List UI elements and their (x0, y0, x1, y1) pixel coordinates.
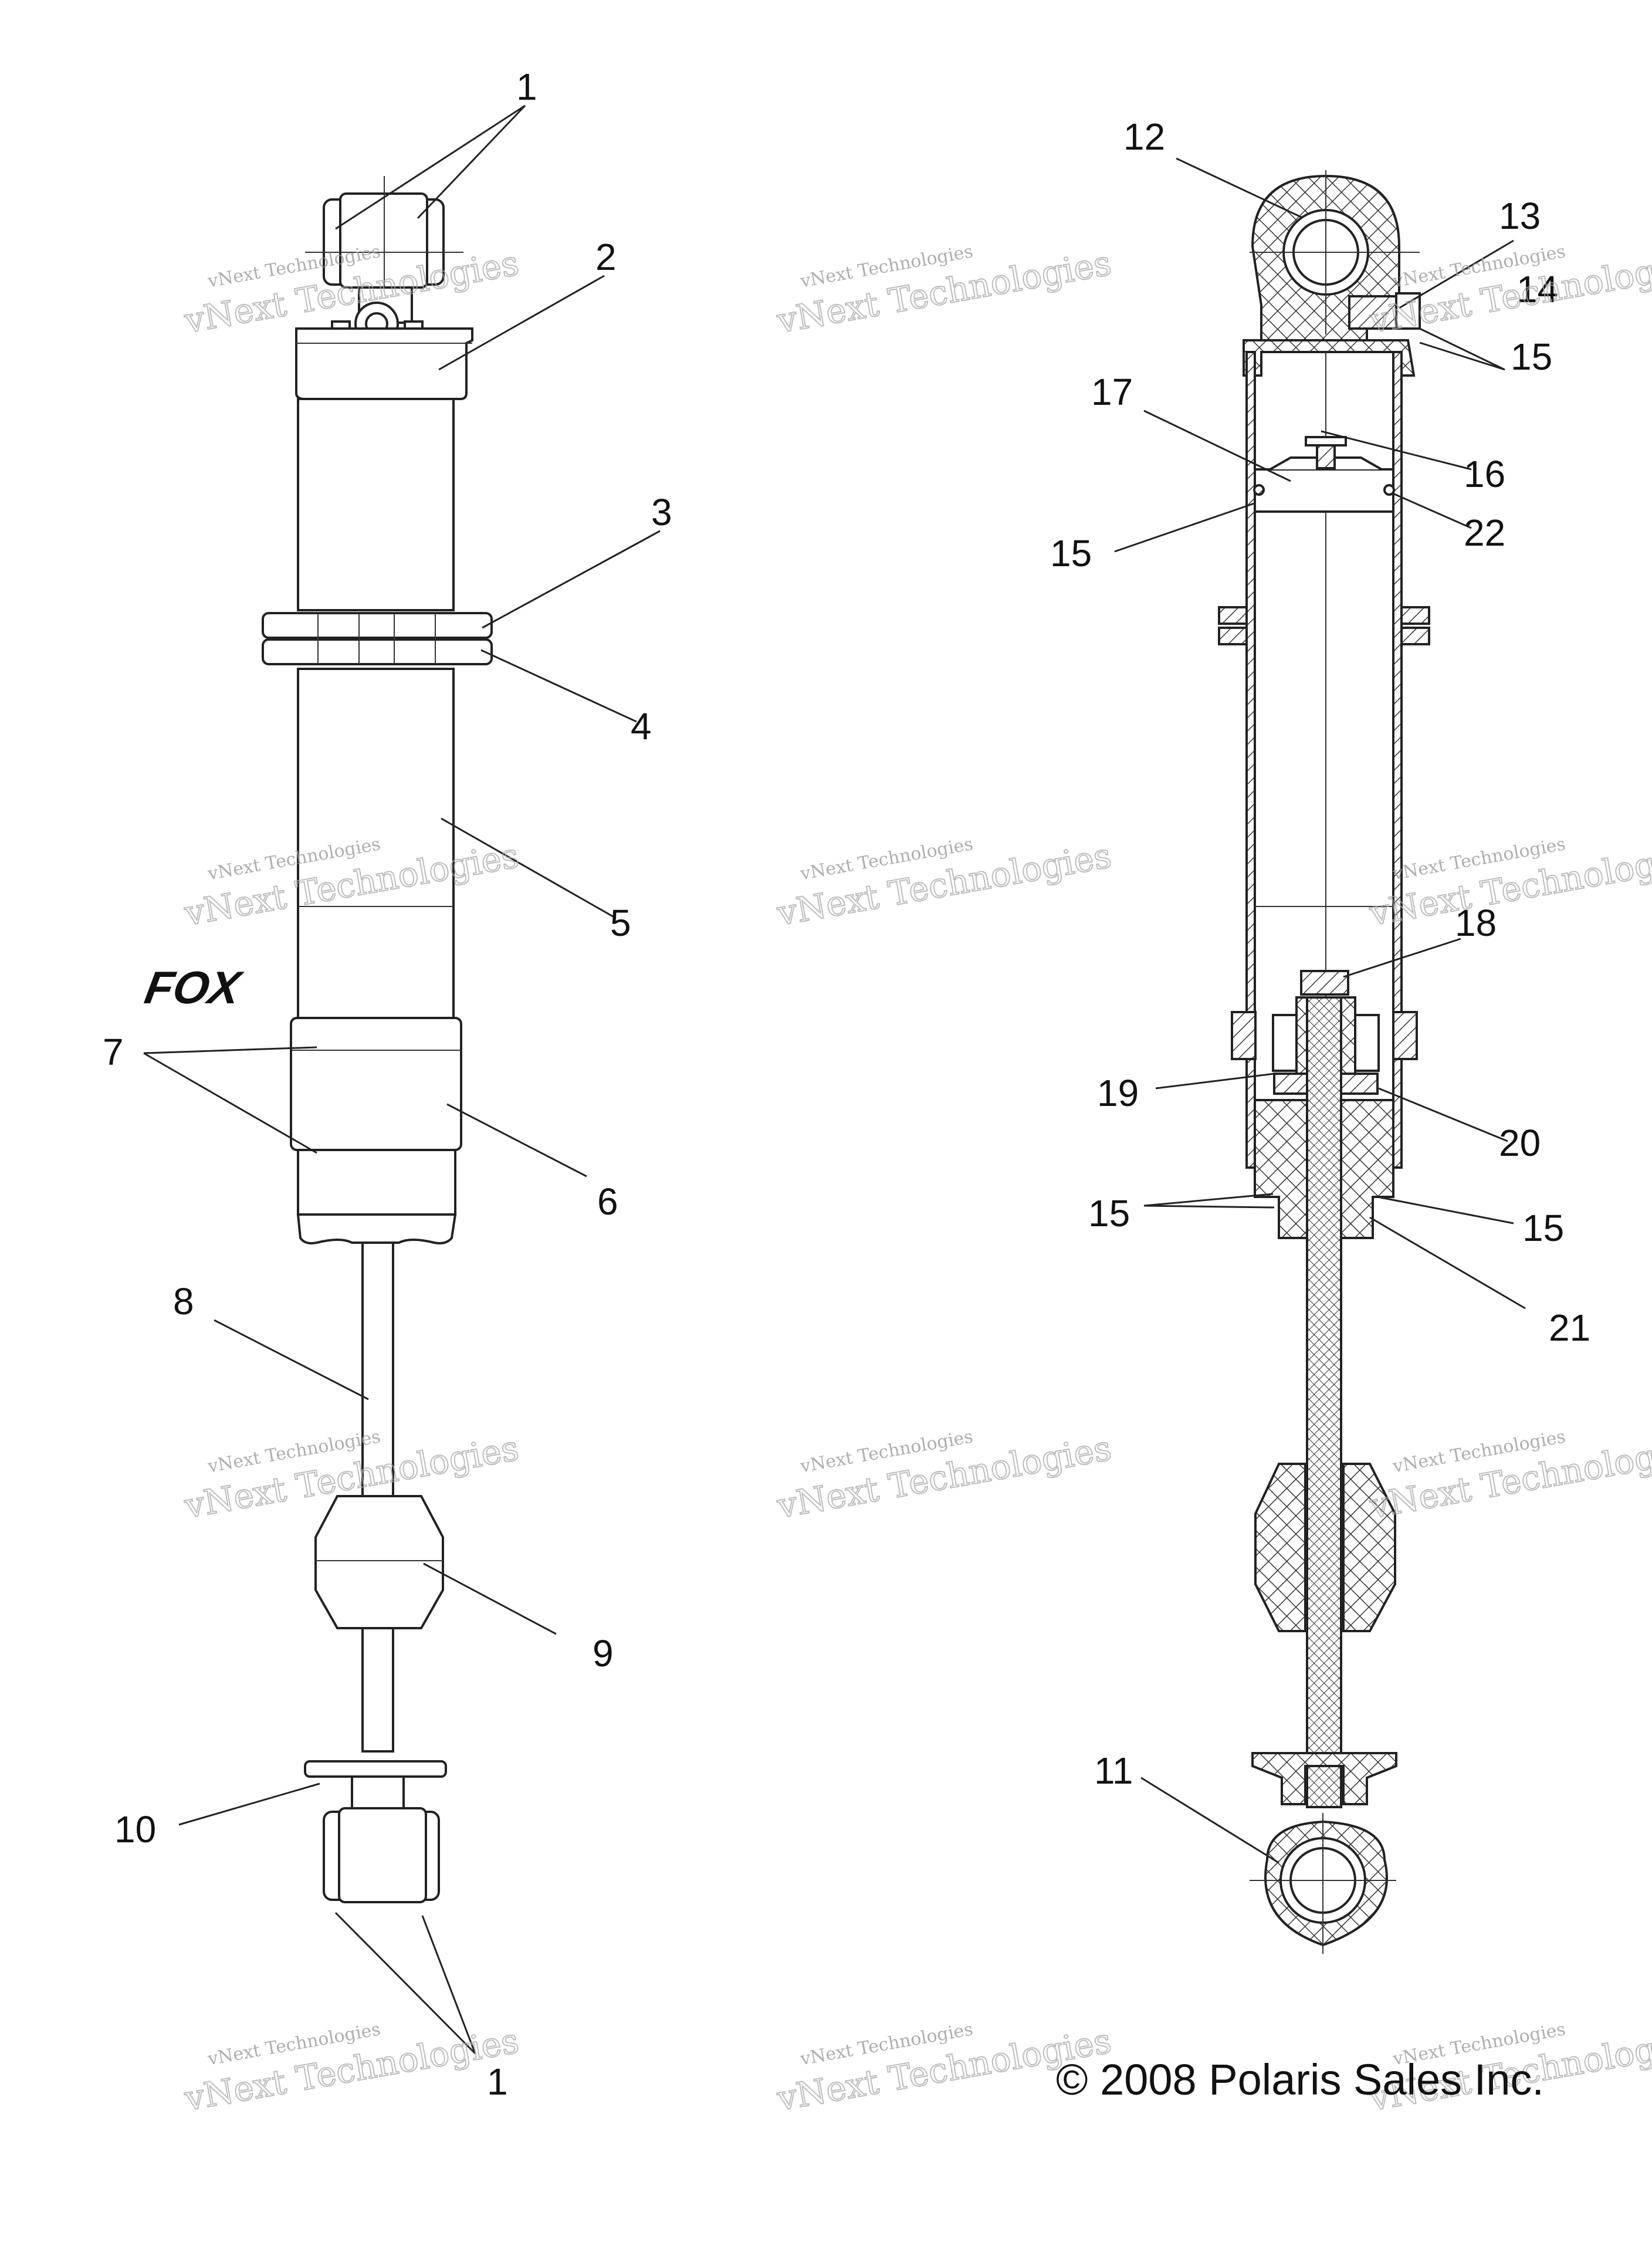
callout-right-21: 21 (1549, 1307, 1590, 1349)
top-cap (295, 327, 473, 400)
cylinder-wall-left (1245, 351, 1256, 1169)
shock-exterior-view: FOX (141, 176, 493, 1903)
callout-left-3: 3 (651, 491, 672, 533)
spring-preload-rings (262, 612, 493, 665)
copyright-notice: © 2008 Polaris Sales Inc. (1056, 2055, 1544, 2104)
callout-left-9: 9 (593, 1632, 614, 1674)
callout-right-15-right-seal: 15 (1522, 1207, 1564, 1249)
shock-body-lower (297, 668, 455, 1034)
floating-piston (1253, 436, 1395, 513)
callout-right-12: 12 (1123, 116, 1165, 158)
callout-right-15-piston: 15 (1050, 532, 1092, 574)
callout-left-1-top: 1 (516, 66, 537, 108)
shaft-section (1306, 996, 1342, 1808)
callout-right-17: 17 (1091, 371, 1133, 413)
logo-text: FOX (141, 962, 247, 1013)
callout-right-22: 22 (1464, 512, 1505, 554)
watermark-tile: vNext Technologies vNext Technologies (1366, 834, 1652, 934)
seal-head (290, 1017, 462, 1151)
top-eyelet-bushing (305, 176, 463, 317)
watermark-tile: vNext Technologies vNext Technologies (773, 241, 1115, 341)
leader-lines (143, 104, 1526, 2055)
callout-right-16: 16 (1464, 453, 1505, 495)
watermark-tile: vNext Technologies vNext Technologies (773, 834, 1115, 934)
fox-logo: FOX (141, 962, 247, 1013)
bottom-eyelet-bushing (323, 1807, 440, 1903)
callout-left-10: 10 (114, 1808, 156, 1851)
callout-left-6: 6 (597, 1180, 618, 1223)
callout-right-20: 20 (1499, 1122, 1541, 1164)
shock-body-upper (297, 398, 455, 611)
callout-right-15-top: 15 (1511, 336, 1552, 378)
callout-right-19: 19 (1097, 1072, 1139, 1114)
bumper-section (1254, 1463, 1306, 1632)
callout-right-13: 13 (1499, 195, 1541, 237)
callout-right-15-left-seal: 15 (1088, 1192, 1130, 1234)
callout-left-2: 2 (595, 236, 617, 278)
callout-left-1-bottom: 1 (487, 2061, 508, 2103)
callout-left-8: 8 (173, 1280, 194, 1322)
lower-washer (304, 1760, 447, 1778)
shock-cutaway-view (1218, 170, 1430, 1954)
callout-left-7: 7 (103, 1031, 124, 1073)
callout-labels: 1 2 3 4 5 7 6 8 9 10 1 12 13 14 15 17 16… (103, 66, 1590, 2103)
lower-washer-section (1251, 1752, 1397, 1805)
watermark-tile: vNext Technologies vNext Technologies (181, 2019, 522, 2119)
callout-right-14: 14 (1516, 268, 1558, 310)
callout-left-5: 5 (610, 902, 631, 944)
watermark-tile: vNext Technologies vNext Technologies (1366, 1426, 1652, 1527)
cylinder-wall-right (1392, 351, 1403, 1169)
callout-left-4: 4 (631, 705, 652, 747)
watermark-tile: vNext Technologies vNext Technologies (773, 1426, 1115, 1527)
bumper (314, 1495, 444, 1629)
callout-right-11: 11 (1094, 1750, 1133, 1792)
callout-right-18: 18 (1455, 902, 1497, 944)
